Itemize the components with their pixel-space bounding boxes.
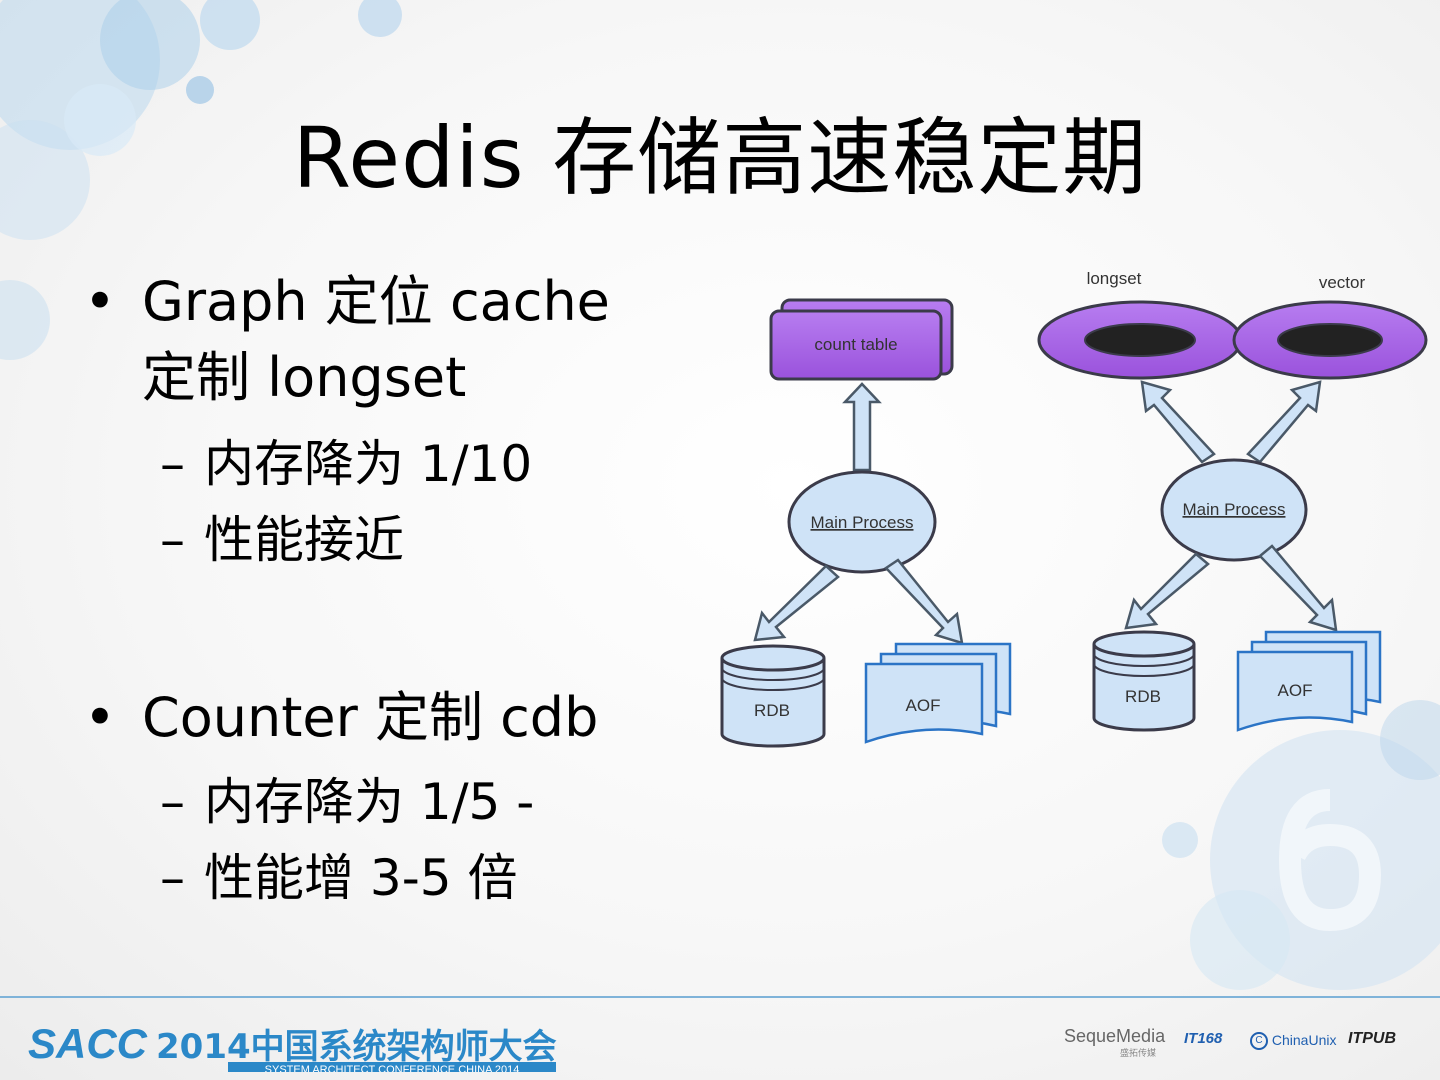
dash-marker: – bbox=[160, 511, 185, 569]
sacc-brand: SACC bbox=[28, 1020, 148, 1067]
bullet-counter-line1: Counter 定制 cdb bbox=[142, 686, 599, 749]
chinaunix-text: ChinaUnix bbox=[1271, 1032, 1337, 1048]
sequemedia-logo: SequeMedia 盛拓传媒 bbox=[1064, 1026, 1166, 1058]
footer: SACC 2014中国系统架构师大会 SYSTEM ARCHITECT CONF… bbox=[0, 998, 1440, 1080]
main-process-node-left: Main Process bbox=[787, 470, 937, 574]
sub-bullet-perf-graph: – 性能接近 bbox=[160, 510, 404, 570]
rdb-database-icon: RDB bbox=[1092, 630, 1196, 732]
sequemedia-subtext: 盛拓传媒 bbox=[1120, 1048, 1157, 1058]
main-process-label: Main Process bbox=[811, 513, 914, 532]
sub-bullet-perf-counter: – 性能增 3-5 倍 bbox=[160, 848, 518, 908]
aof-label: AOF bbox=[906, 696, 941, 715]
it168-logo: IT168 bbox=[1184, 1030, 1222, 1047]
rdb-database-icon: RDB bbox=[720, 644, 826, 748]
sub-bullet-text: 内存降为 1/10 bbox=[204, 435, 533, 493]
sub-bullet-text: 内存降为 1/5 - bbox=[204, 773, 535, 831]
aof-label: AOF bbox=[1278, 681, 1313, 700]
sub-bullet-text: 性能增 3-5 倍 bbox=[204, 849, 518, 907]
bullet-marker: • bbox=[84, 270, 116, 333]
count-table-label: count table bbox=[814, 335, 897, 354]
sacc-conference-logo: SACC 2014中国系统架构师大会 SYSTEM ARCHITECT CONF… bbox=[28, 1020, 557, 1072]
bullet-marker: • bbox=[84, 686, 116, 749]
bullet-graph: • Graph 定位 cache 定制 longset bbox=[84, 264, 610, 416]
aof-file-icon: AOF bbox=[1236, 630, 1382, 732]
footer-divider bbox=[0, 996, 1440, 998]
rdb-label: RDB bbox=[754, 701, 790, 720]
arrow-up-left-icon bbox=[1140, 380, 1216, 464]
architecture-diagram: count table Main Process RDB AOF longset… bbox=[720, 269, 1428, 748]
vector-label: vector bbox=[1319, 273, 1366, 292]
sub-bullet-memory-counter: – 内存降为 1/5 - bbox=[160, 772, 535, 832]
itpub-logo: ITPUB bbox=[1348, 1030, 1396, 1048]
sequemedia-text: SequeMedia bbox=[1064, 1026, 1166, 1046]
itpub-text: ITPUB bbox=[1348, 1030, 1396, 1047]
bullet-graph-line1: Graph 定位 cache bbox=[142, 270, 610, 333]
aof-file-icon: AOF bbox=[864, 642, 1012, 744]
sacc-event-name: 2014中国系统架构师大会 bbox=[156, 1027, 557, 1067]
main-process-node-right: Main Process bbox=[1160, 458, 1308, 562]
it168-text: IT168 bbox=[1184, 1030, 1223, 1047]
arrow-down-right-icon bbox=[1258, 544, 1338, 632]
chinaunix-logo: C ChinaUnix bbox=[1250, 1032, 1337, 1051]
sub-bullet-text: 性能接近 bbox=[204, 511, 404, 569]
chinaunix-icon: C bbox=[1250, 1032, 1268, 1051]
sub-bullet-memory-graph: – 内存降为 1/10 bbox=[160, 434, 533, 494]
arrow-up-right-icon bbox=[1246, 380, 1322, 464]
vector-ring-icon bbox=[1232, 300, 1428, 380]
rdb-label: RDB bbox=[1125, 687, 1161, 706]
longset-label: longset bbox=[1087, 269, 1142, 288]
arrow-down-left-icon bbox=[753, 564, 840, 642]
sacc-tagline: SYSTEM ARCHITECT CONFERENCE CHINA 2014 bbox=[265, 1064, 520, 1072]
dash-marker: – bbox=[160, 435, 185, 493]
longset-ring-icon bbox=[1037, 300, 1243, 380]
dash-marker: – bbox=[160, 849, 185, 907]
bullet-graph-line2: 定制 longset bbox=[142, 346, 467, 409]
main-process-label: Main Process bbox=[1183, 500, 1286, 519]
arrow-up-icon bbox=[842, 382, 882, 472]
count-table-node: count table bbox=[769, 298, 954, 381]
arrow-down-right-icon bbox=[884, 558, 964, 645]
bullet-counter: • Counter 定制 cdb bbox=[84, 680, 599, 756]
dash-marker: – bbox=[160, 773, 185, 831]
arrow-down-left-icon bbox=[1124, 552, 1210, 630]
slide-title: Redis 存储高速稳定期 bbox=[292, 109, 1148, 207]
